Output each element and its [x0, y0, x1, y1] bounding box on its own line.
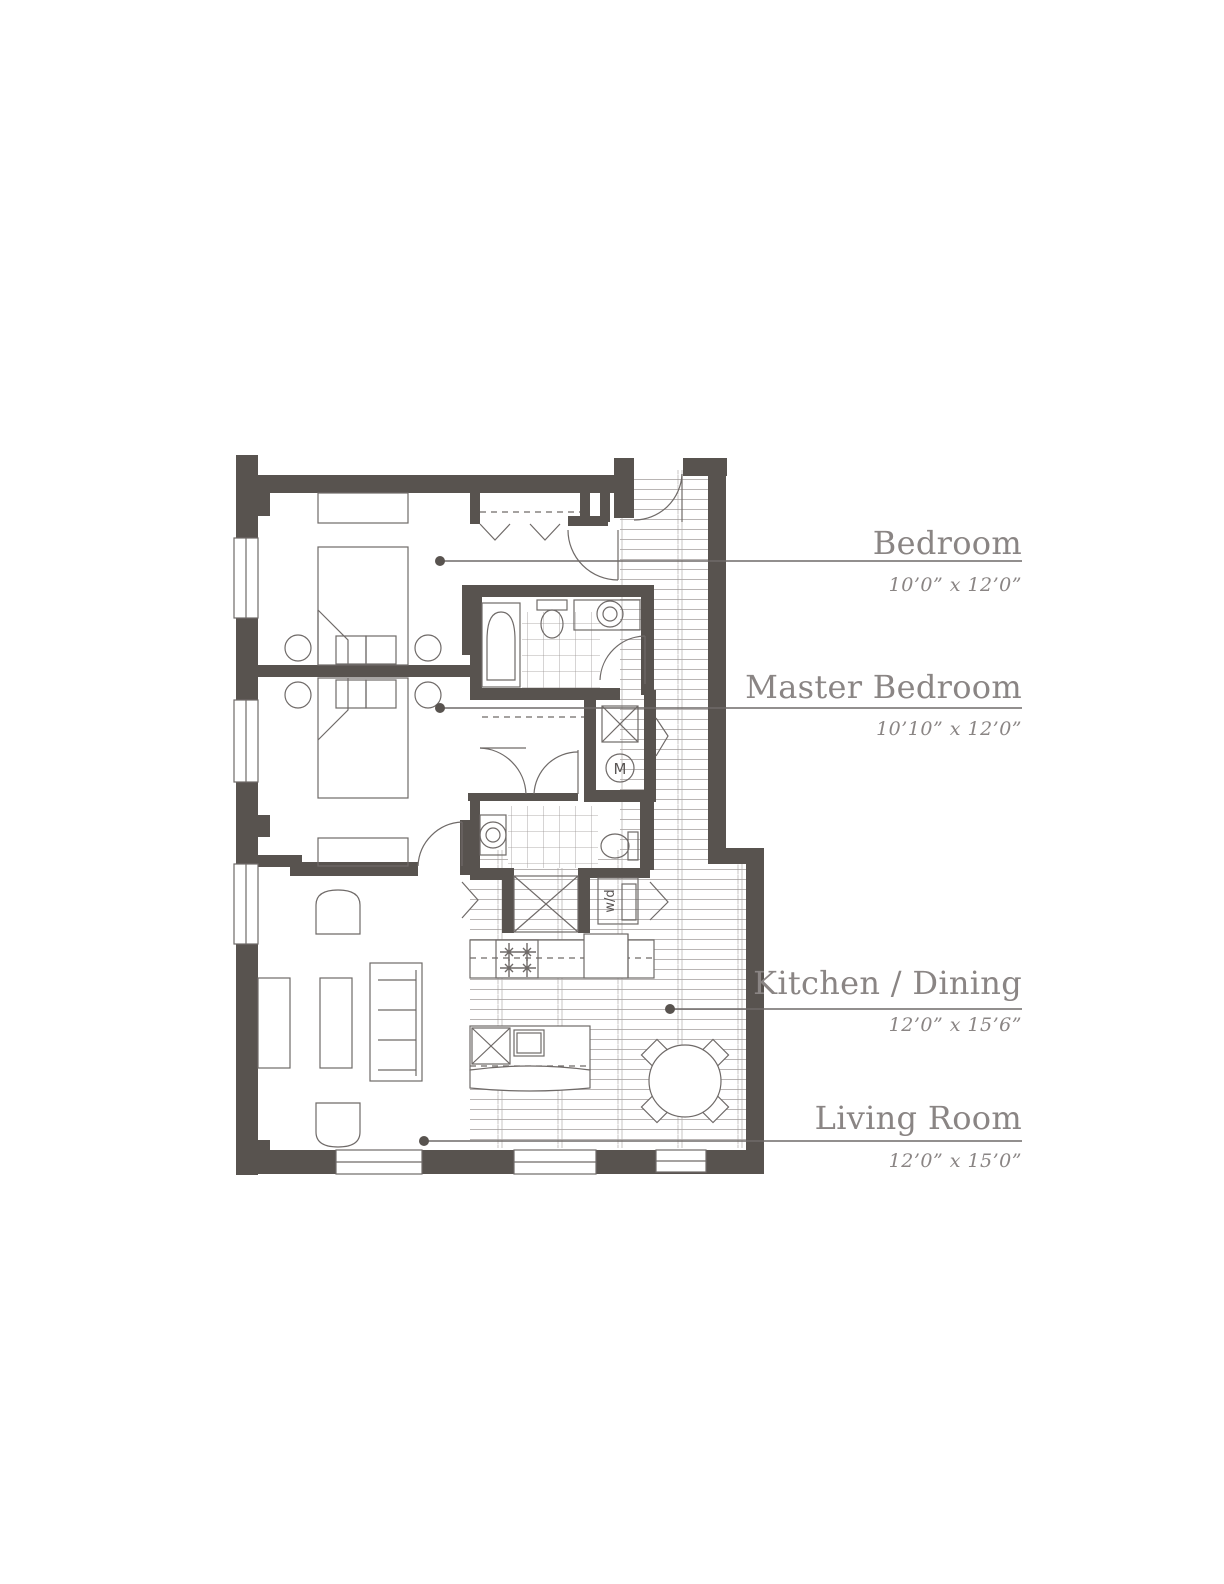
bedroom-furniture	[284, 492, 442, 666]
bathroom-1-fixtures	[481, 599, 641, 688]
room-dimensions-master-bedroom: 10’10” x 12’0”	[876, 718, 1022, 740]
kitchen-island	[469, 1025, 591, 1092]
room-name-master-bedroom: Master Bedroom	[745, 668, 1022, 706]
bathroom-2-fixtures	[479, 814, 639, 933]
washer-dryer	[597, 877, 639, 925]
room-name-bedroom: Bedroom	[872, 524, 1022, 562]
room-dimensions-bedroom: 10’0” x 12’0”	[888, 574, 1022, 596]
room-dimensions-living-room: 12’0” x 15’0”	[888, 1150, 1022, 1172]
mechanical-label: M	[614, 760, 627, 778]
living-room-furniture	[257, 889, 423, 1148]
hallway-floor	[620, 470, 712, 850]
room-name-kitchen-dining: Kitchen / Dining	[753, 964, 1022, 1002]
kitchen-counter	[469, 933, 655, 979]
closet	[479, 511, 580, 541]
washer-dryer-label: w/d	[603, 889, 618, 912]
room-name-living-room: Living Room	[814, 1099, 1022, 1137]
bathroom-tile-floors	[508, 612, 600, 868]
room-leaders	[419, 556, 1022, 1146]
doors	[417, 473, 683, 921]
windows	[233, 537, 707, 1175]
master-bedroom-furniture	[284, 677, 442, 867]
room-dimensions-kitchen-dining: 12’0” x 15’6”	[888, 1014, 1022, 1036]
mechanical-closet	[601, 705, 639, 783]
stove-burners	[500, 943, 536, 977]
dining-table	[640, 1038, 730, 1124]
